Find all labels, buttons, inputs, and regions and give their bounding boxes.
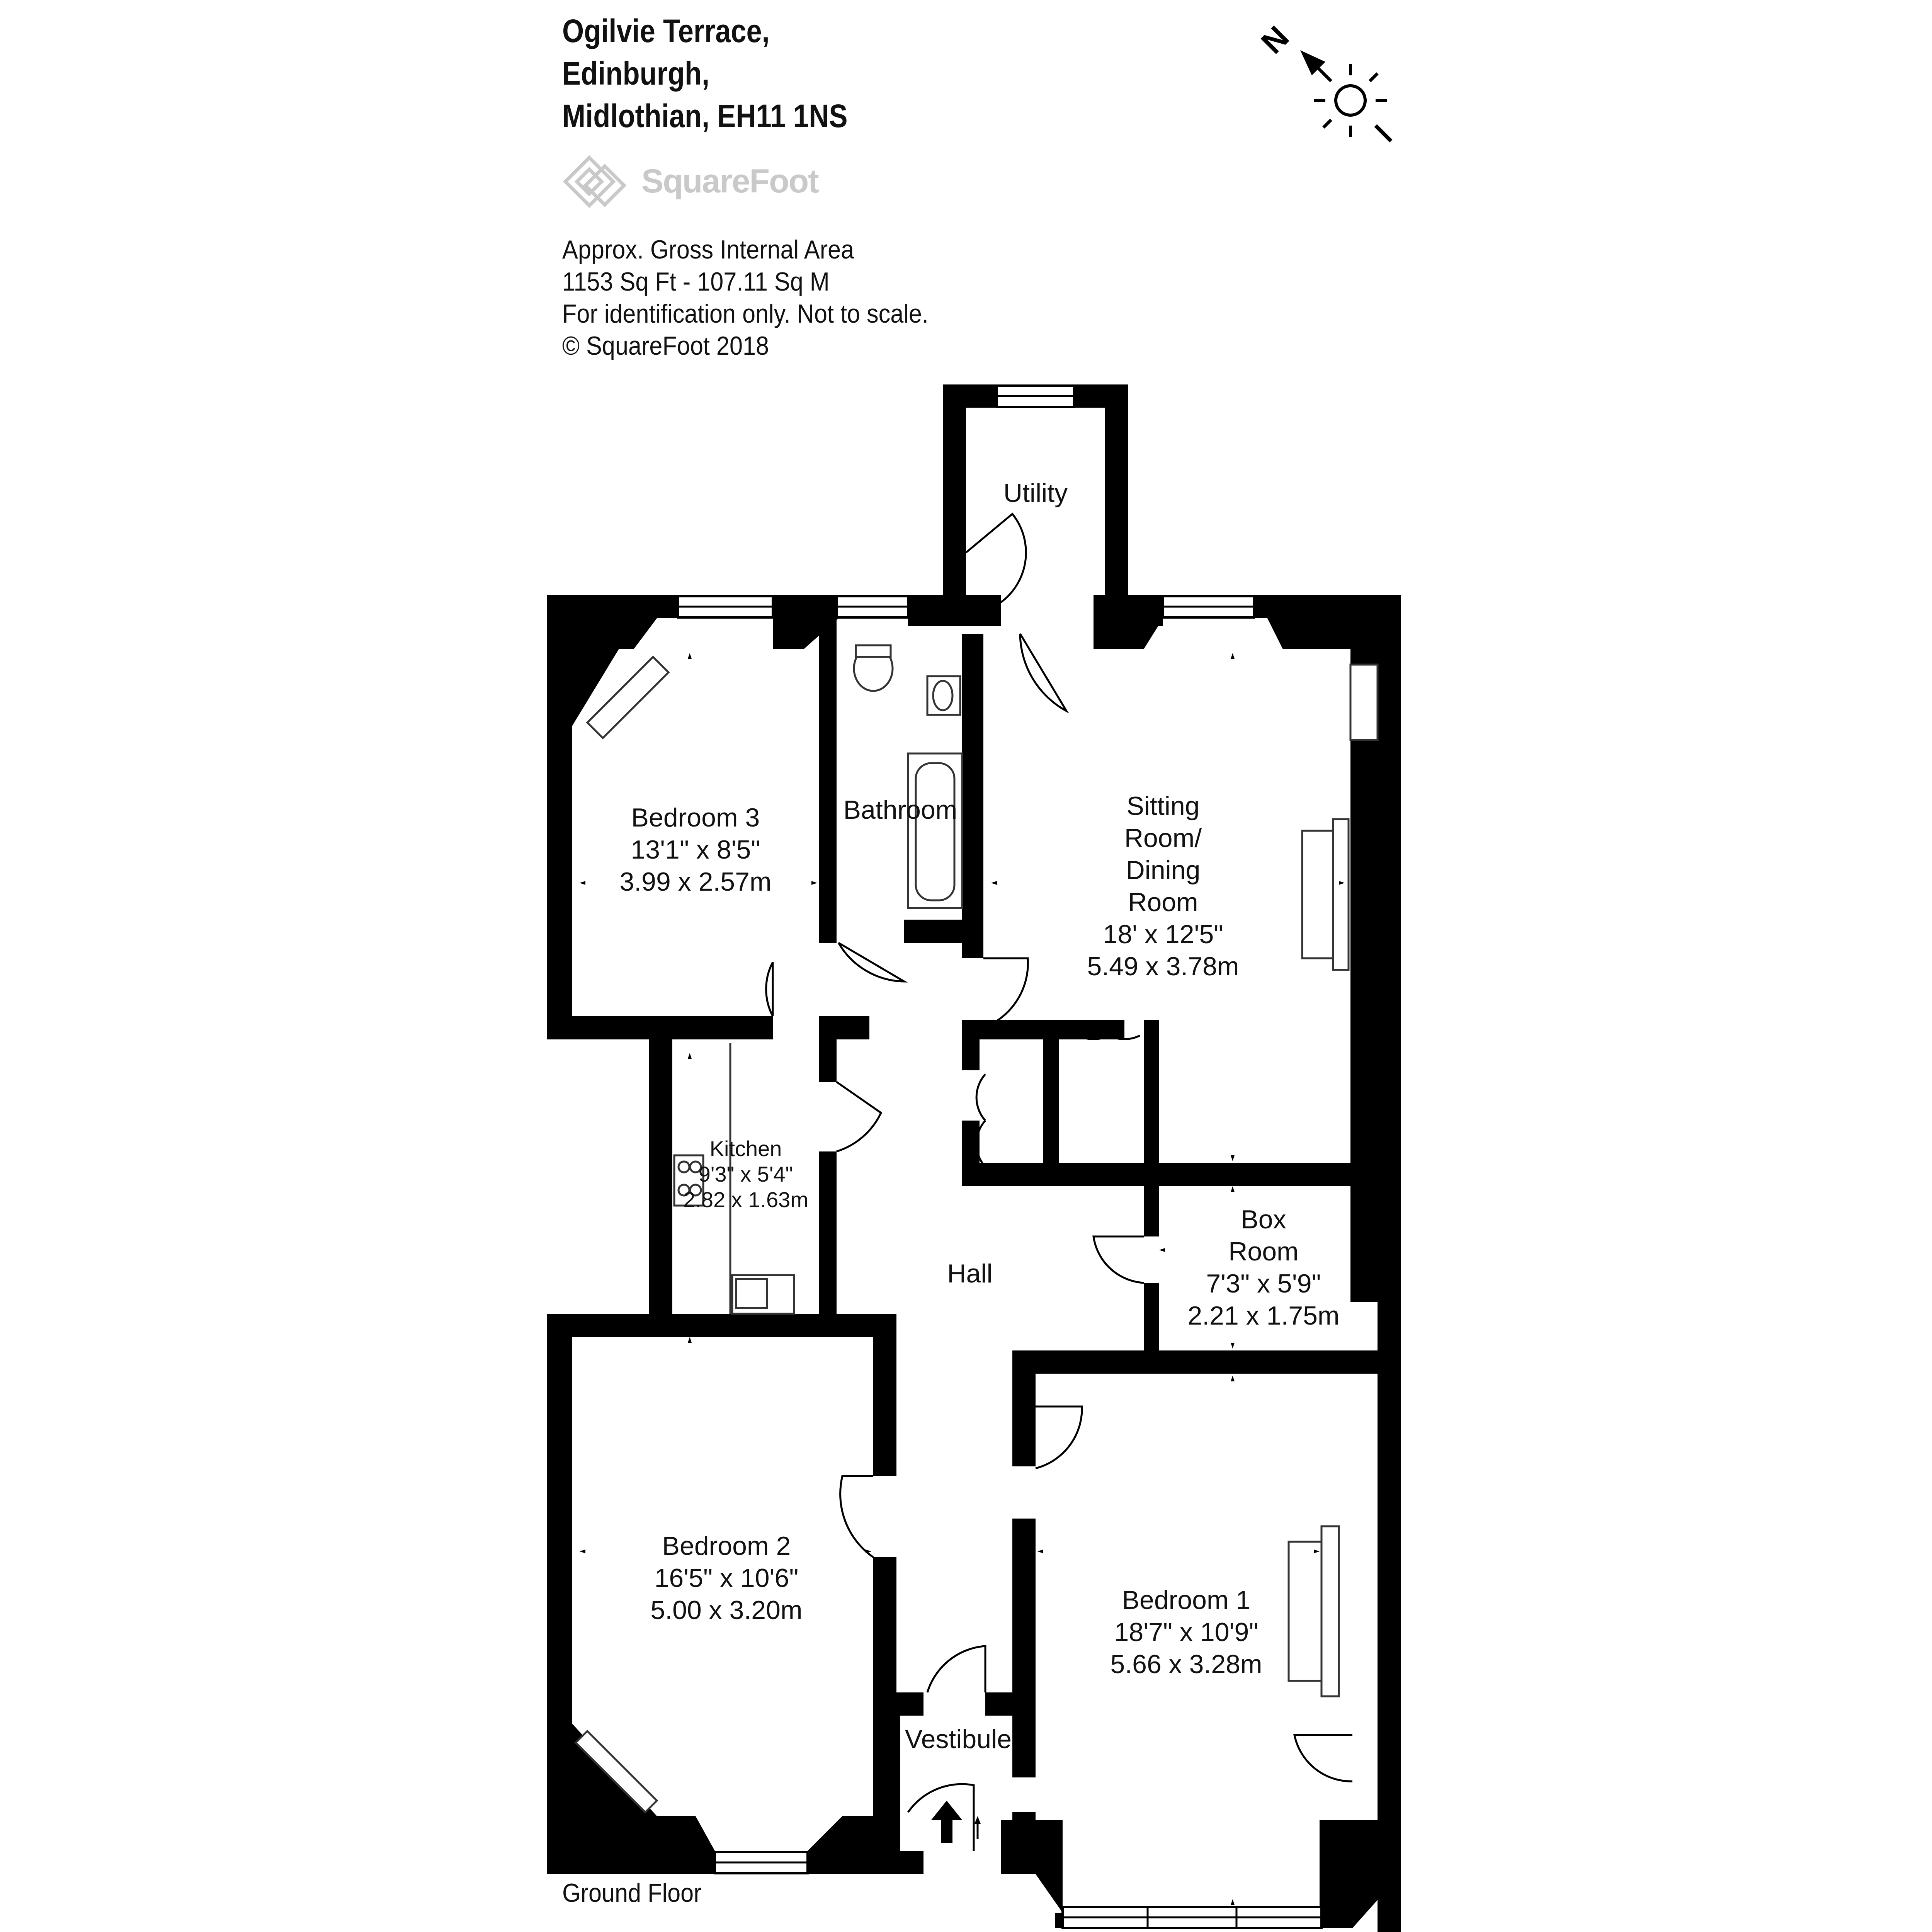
room-boxroom: Box Room 7'3" x 5'9" 2.21 x 1.75m xyxy=(1167,1204,1360,1332)
info-gross-area-label: Approx. Gross Internal Area xyxy=(562,235,854,264)
room-bathroom-name: Bathroom xyxy=(843,795,957,825)
room-sitting: Sitting Room/ Dining Room 18' x 12'5" 5.… xyxy=(1078,790,1248,983)
info-copyright: © SquareFoot 2018 xyxy=(562,331,769,361)
toilet-cistern-icon xyxy=(855,644,892,658)
room-kitchen-metric: 2.82 x 1.63m xyxy=(683,1187,808,1212)
room-sitting-name-1: Sitting xyxy=(1126,791,1200,821)
logo-text: SquareFoot xyxy=(641,163,819,200)
door-cupboard-2 xyxy=(975,1120,986,1168)
room-kitchen: Kitchen 9'3" x 5'4" 2.82 x 1.63m xyxy=(672,1136,819,1213)
room-sitting-name-2: Room/ xyxy=(1124,823,1202,853)
window-lines xyxy=(678,395,1321,1928)
room-sitting-metric: 5.49 x 3.78m xyxy=(1087,952,1239,981)
room-boxroom-name-2: Room xyxy=(1228,1237,1299,1266)
room-kitchen-imperial: 9'3" x 5'4" xyxy=(698,1162,793,1186)
room-kitchen-name: Kitchen xyxy=(709,1136,782,1161)
room-utility: Utility xyxy=(997,477,1074,509)
room-boxroom-imperial: 7'3" x 5'9" xyxy=(1206,1269,1321,1298)
door-bathroom xyxy=(837,942,908,983)
room-bedroom2-name: Bedroom 2 xyxy=(662,1531,791,1561)
floor-label: Ground Floor xyxy=(562,1878,702,1908)
north-arrow-icon xyxy=(1300,50,1325,75)
radiator-icon xyxy=(1349,663,1379,741)
door-cupboard-3 xyxy=(1077,1034,1110,1040)
door-boxroom xyxy=(1092,1235,1144,1284)
dimension-markers xyxy=(580,653,1374,1905)
room-sitting-imperial: 18' x 12'5" xyxy=(1103,920,1223,949)
address-line-1: Ogilvie Terrace, xyxy=(562,13,770,49)
door-cupboard-4 xyxy=(1108,1034,1141,1040)
room-bedroom3-name: Bedroom 3 xyxy=(631,803,760,832)
room-bedroom1-imperial: 18'7" x 10'9" xyxy=(1114,1617,1259,1647)
door-bedroom1-cupboard xyxy=(1293,1734,1353,1782)
door-cupboard-1 xyxy=(975,1073,986,1121)
room-boxroom-metric: 2.21 x 1.75m xyxy=(1187,1301,1340,1330)
door-bedroom1 xyxy=(1035,1405,1083,1469)
room-sitting-name-4: Room xyxy=(1128,888,1198,917)
room-bedroom1-metric: 5.66 x 3.28m xyxy=(1110,1650,1262,1679)
room-hall: Hall xyxy=(927,1258,1012,1290)
door-utility xyxy=(965,512,1027,616)
room-bathroom: Bathroom xyxy=(838,794,962,826)
compass-icon: N xyxy=(1255,19,1393,143)
squarefoot-logo-icon xyxy=(563,155,627,208)
room-vestibule: Vestibule xyxy=(900,1723,1016,1755)
area-info: Approx. Gross Internal Area 1153 Sq Ft -… xyxy=(562,234,969,362)
room-bedroom3-metric: 3.99 x 2.57m xyxy=(619,867,772,896)
doors xyxy=(765,512,1353,1851)
room-hall-name: Hall xyxy=(947,1259,993,1288)
door-bedroom2 xyxy=(839,1475,874,1558)
radiator-icon xyxy=(574,1730,658,1814)
room-sitting-name-3: Dining xyxy=(1126,855,1201,885)
walls xyxy=(547,384,1401,1932)
room-utility-name: Utility xyxy=(1003,478,1068,508)
door-front xyxy=(907,1783,975,1851)
room-bedroom2-metric: 5.00 x 3.20m xyxy=(650,1595,803,1625)
address-line-3: Midlothian, EH11 1NS xyxy=(562,98,848,134)
fixtures xyxy=(574,644,1379,1814)
door-kitchen xyxy=(836,1081,883,1153)
sun-icon xyxy=(1314,64,1393,143)
door-sitting-utility xyxy=(1019,633,1069,714)
property-address: Ogilvie Terrace, Edinburgh, Midlothian, … xyxy=(562,10,894,137)
radiator-icon xyxy=(586,655,670,740)
info-disclaimer: For identification only. Not to scale. xyxy=(562,299,929,328)
room-bedroom2-imperial: 16'5" x 10'6" xyxy=(654,1563,799,1593)
room-vestibule-name: Vestibule xyxy=(905,1725,1012,1754)
entrance-arrow-icon xyxy=(931,1801,962,1843)
info-area-value: 1153 Sq Ft - 107.11 Sq M xyxy=(562,267,830,296)
door-sitting xyxy=(983,957,1029,1029)
room-bedroom1: Bedroom 1 18'7" x 10'9" 5.66 x 3.28m xyxy=(1086,1584,1287,1680)
room-bedroom3: Bedroom 3 13'1" x 8'5" 3.99 x 2.57m xyxy=(603,802,788,898)
address-line-2: Edinburgh, xyxy=(562,55,710,92)
door-bedroom3 xyxy=(765,961,774,1017)
room-boxroom-name-1: Box xyxy=(1241,1205,1286,1234)
door-vestibule-inner xyxy=(926,1645,986,1693)
room-bedroom3-imperial: 13'1" x 8'5" xyxy=(631,835,760,864)
squarefoot-logo: SquareFoot xyxy=(562,155,871,209)
room-bedroom2: Bedroom 2 16'5" x 10'6" 5.00 x 3.20m xyxy=(626,1530,827,1626)
room-bedroom1-name: Bedroom 1 xyxy=(1122,1585,1251,1615)
